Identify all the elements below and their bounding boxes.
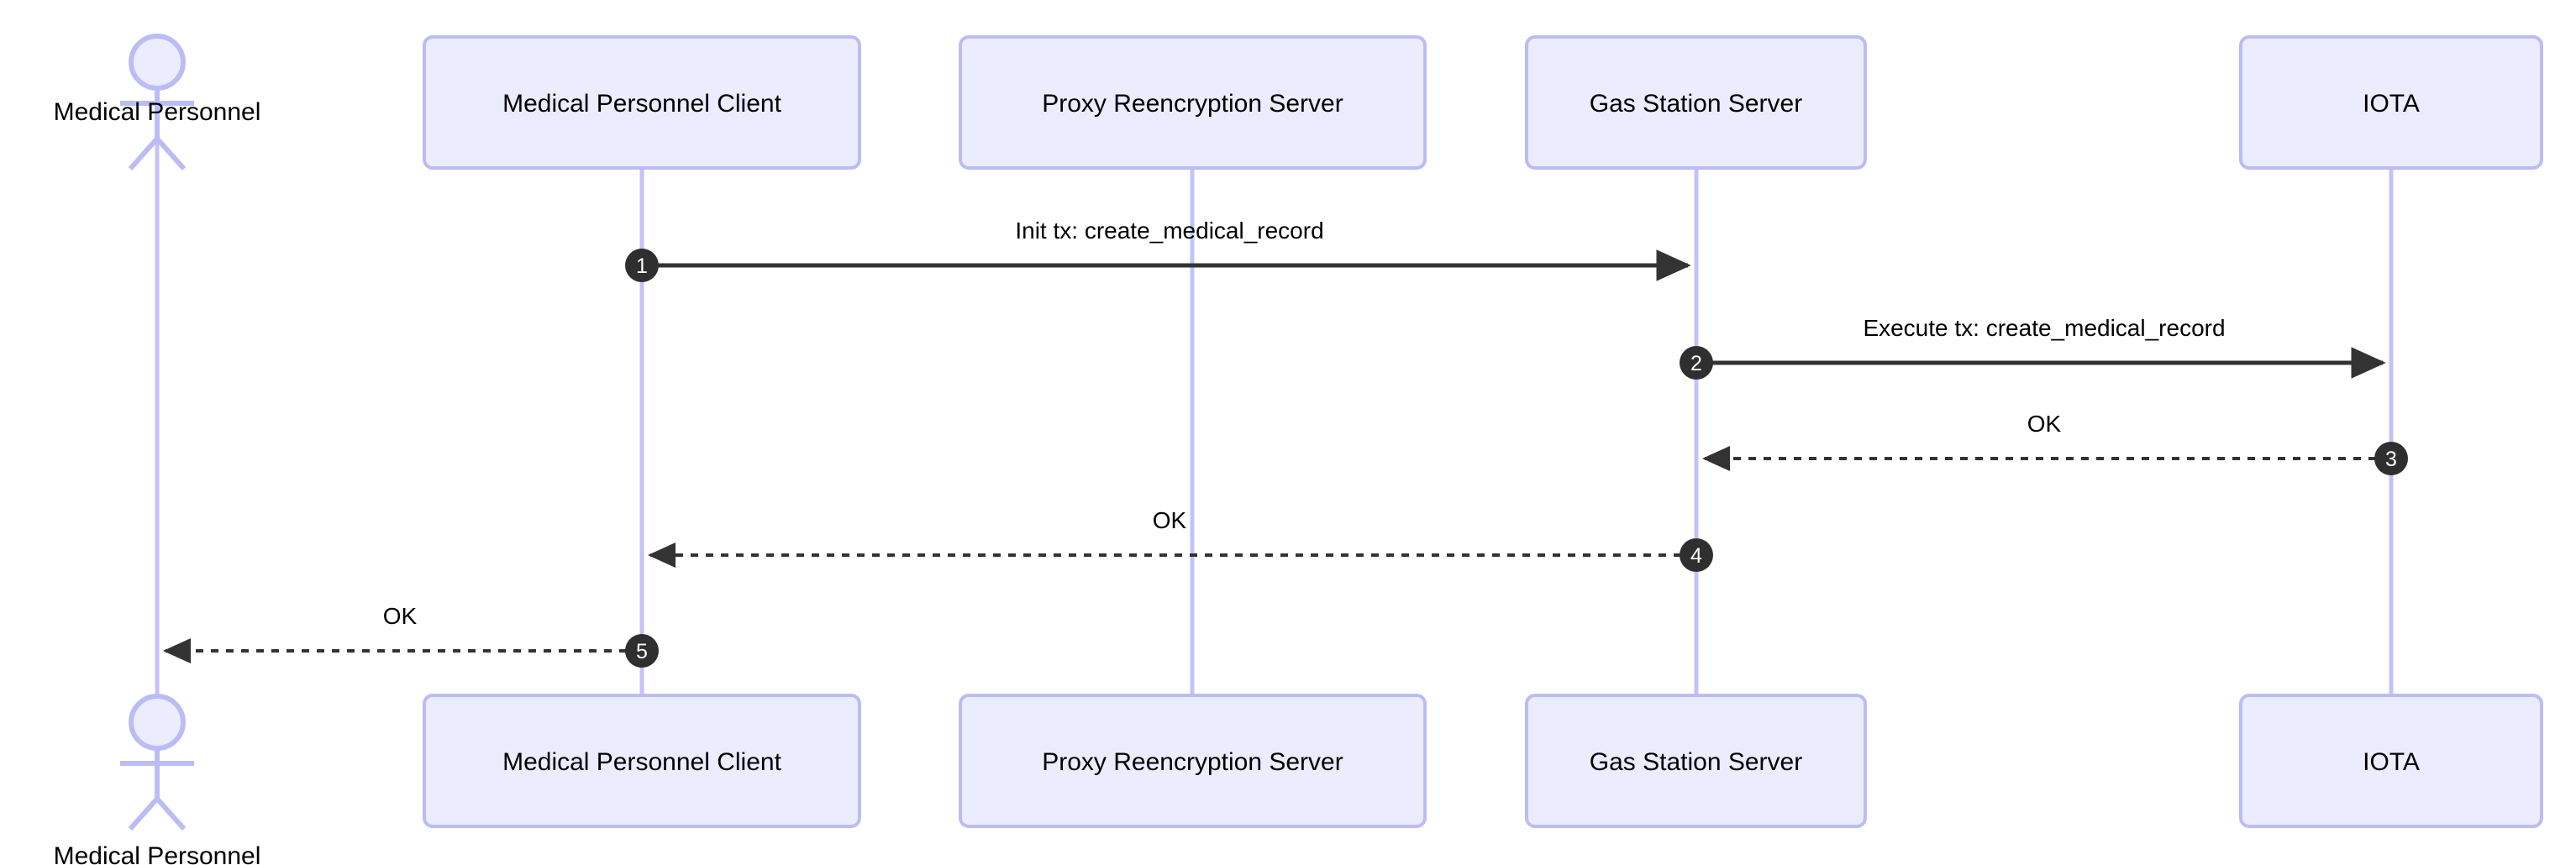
message-label-5: OK bbox=[383, 603, 418, 629]
actor-label-medical-personnel-top: Medical Personnel bbox=[54, 98, 261, 126]
actor-label-medical-personnel-bottom: Medical Personnel bbox=[54, 842, 261, 865]
message-label-1: Init tx: create_medical_record bbox=[1015, 218, 1323, 244]
participant-gas-station-server-top[interactable]: Gas Station Server bbox=[1525, 35, 1867, 170]
sequence-badge-number-5: 5 bbox=[636, 640, 648, 663]
participant-label-iota: IOTA bbox=[2363, 90, 2420, 118]
actor-medical-personnel-bottom[interactable]: Medical Personnel bbox=[54, 694, 261, 865]
participant-label-proxy-reencryption-server: Proxy Reencryption Server bbox=[1042, 748, 1343, 776]
message-1[interactable]: Init tx: create_medical_record 1 bbox=[625, 218, 1691, 282]
actor-medical-personnel-top[interactable]: Medical Personnel bbox=[54, 34, 261, 170]
participant-box bbox=[423, 694, 861, 828]
participant-medical-personnel-client-bottom[interactable]: Medical Personnel Client bbox=[423, 694, 861, 828]
message-label-4: OK bbox=[1153, 507, 1187, 533]
participant-box bbox=[959, 35, 1427, 170]
message-label-2: Execute tx: create_medical_record bbox=[1863, 315, 2225, 341]
participant-box bbox=[1525, 694, 1867, 828]
participant-label-iota: IOTA bbox=[2363, 748, 2420, 776]
participant-box bbox=[1525, 35, 1867, 170]
message-5[interactable]: OK 5 bbox=[163, 603, 659, 668]
sequence-badge-1[interactable] bbox=[625, 249, 659, 282]
actor-leg-left-icon bbox=[128, 797, 160, 831]
participant-box bbox=[2239, 694, 2543, 828]
participant-iota-top[interactable]: IOTA bbox=[2239, 35, 2543, 170]
actor-leg-right-icon bbox=[155, 137, 187, 170]
actor-leg-right-icon bbox=[155, 797, 187, 831]
participant-label-gas-station-server: Gas Station Server bbox=[1590, 90, 1802, 118]
sequence-badge-number-2: 2 bbox=[1690, 352, 1702, 375]
participant-label-proxy-reencryption-server: Proxy Reencryption Server bbox=[1042, 90, 1343, 118]
participant-proxy-reencryption-server-top[interactable]: Proxy Reencryption Server bbox=[959, 35, 1427, 170]
message-3[interactable]: OK 3 bbox=[1702, 411, 2408, 475]
message-label-3: OK bbox=[2027, 411, 2062, 437]
actor-head-icon bbox=[129, 34, 186, 91]
sequence-badge-number-1: 1 bbox=[636, 254, 648, 278]
participant-gas-station-server-bottom[interactable]: Gas Station Server bbox=[1525, 694, 1867, 828]
participant-box bbox=[423, 35, 861, 170]
participant-label-medical-personnel-client: Medical Personnel Client bbox=[502, 748, 781, 776]
participant-medical-personnel-client-top[interactable]: Medical Personnel Client bbox=[423, 35, 861, 170]
message-4[interactable]: OK 4 bbox=[648, 507, 1713, 572]
lifelines-layer bbox=[155, 88, 2394, 704]
sequence-badge-2[interactable] bbox=[1680, 346, 1713, 380]
participant-label-medical-personnel-client: Medical Personnel Client bbox=[502, 90, 781, 118]
message-2[interactable]: Execute tx: create_medical_record 2 bbox=[1680, 315, 2386, 380]
sequence-badge-3[interactable] bbox=[2374, 442, 2408, 475]
actor-head-icon bbox=[129, 694, 186, 751]
sequence-badge-4[interactable] bbox=[1680, 538, 1713, 572]
participant-box bbox=[2239, 35, 2543, 170]
sequence-badge-number-4: 4 bbox=[1690, 544, 1702, 568]
participant-box bbox=[959, 694, 1427, 828]
participant-label-gas-station-server: Gas Station Server bbox=[1590, 748, 1802, 776]
participant-iota-bottom[interactable]: IOTA bbox=[2239, 694, 2543, 828]
sequence-badge-5[interactable] bbox=[625, 634, 659, 668]
sequence-badge-number-3: 3 bbox=[2385, 448, 2397, 471]
actor-leg-left-icon bbox=[128, 137, 160, 170]
participant-proxy-reencryption-server-bottom[interactable]: Proxy Reencryption Server bbox=[959, 694, 1427, 828]
